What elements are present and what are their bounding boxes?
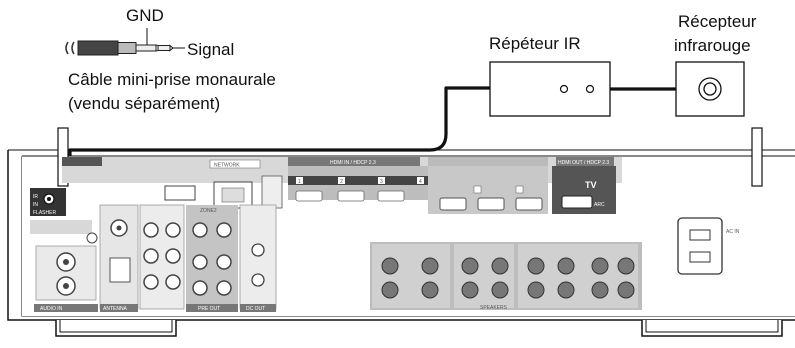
hdmi-out-label: HDMI OUT / HDCP 2.3	[558, 160, 609, 166]
cable-sheath	[77, 40, 119, 56]
ir-receiver-label-line2: infrarouge	[674, 36, 751, 55]
svg-text:1: 1	[298, 179, 301, 185]
hdmi-port-aux1	[477, 197, 505, 211]
mini-plug-cable-illustration	[65, 28, 185, 56]
dc-out-label: DC OUT	[246, 306, 265, 312]
flasher-in-small: IN	[33, 202, 38, 208]
usb-port	[164, 185, 196, 201]
plug-body	[117, 42, 137, 54]
cable-description-line1: Câble mini-prise monaurale	[68, 70, 276, 89]
flasher-ir-small: IR	[33, 194, 38, 200]
zone2-label: ZONE2	[200, 208, 217, 214]
svg-text:2: 2	[340, 179, 343, 185]
speakers-label: SPEAKERS	[480, 305, 508, 311]
pre-out-label: PRE OUT	[198, 306, 220, 312]
audio-in-label: AUDIO IN	[40, 306, 63, 312]
ir-repeater-label: Répéteur IR	[489, 34, 581, 53]
gnd-label: GND	[126, 6, 164, 25]
hdmi-port-aux2	[515, 197, 543, 211]
receiver-rear-panel: NETWORK HDMI IN / HDCP 2.3 HDMI OUT / HD…	[7, 127, 795, 337]
plug-tip-signal	[157, 45, 171, 51]
ir-receiver-eye-inner	[703, 82, 717, 96]
cable-description-line2: (vendu séparément)	[68, 94, 220, 113]
hdmi-input-numbers: 1 2 3 4	[296, 177, 424, 185]
signal-label: Signal	[187, 40, 234, 59]
ac-in-label: AC IN	[726, 229, 740, 235]
ac-inlet	[677, 217, 723, 275]
flasher-in-label: FLASHER	[33, 210, 56, 216]
ir-repeater-port-right	[585, 84, 595, 94]
antenna-label: ANTENNA	[103, 306, 128, 312]
arc-label: ARC	[594, 202, 605, 208]
tv-label: TV	[585, 180, 597, 190]
ir-receiver-label-line1: Récepteur	[678, 12, 757, 31]
speaker-terminals: SPEAKERS	[370, 242, 642, 311]
signal-gnd-terminal	[86, 232, 98, 244]
plug-sleeve-gnd	[135, 44, 157, 52]
network-label: NETWORK	[214, 163, 240, 169]
hdmi-out-tv-port	[561, 195, 593, 209]
analog-rca-grid	[139, 204, 185, 310]
hdmi-port-game	[439, 197, 467, 211]
wifi-antenna-right	[751, 127, 763, 187]
svg-text:4: 4	[419, 179, 422, 185]
svg-text:3: 3	[380, 179, 383, 185]
ir-repeater-port-left	[559, 84, 569, 94]
hdmi-in-label: HDMI IN / HDCP 2.3	[330, 160, 376, 166]
